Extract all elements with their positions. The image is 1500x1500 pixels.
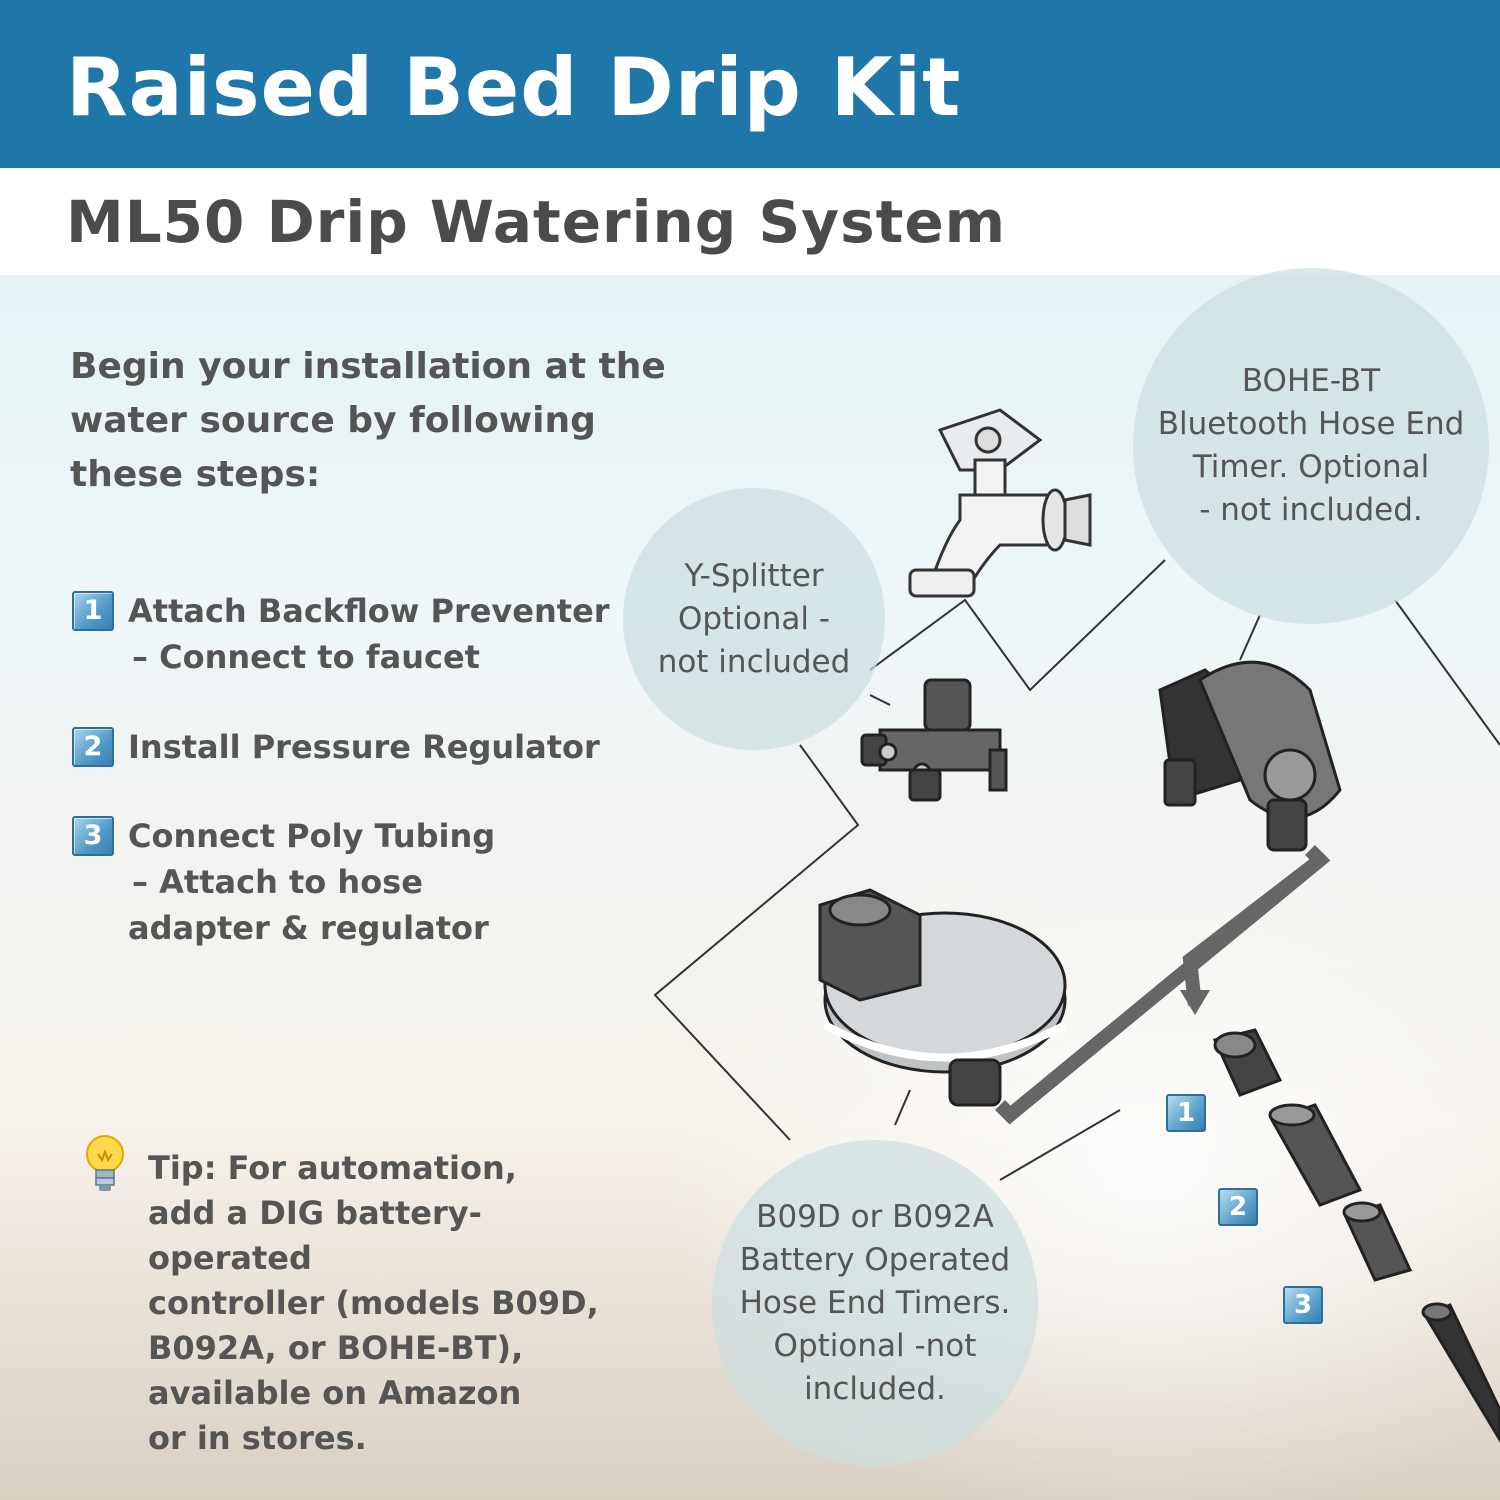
guide-line-right (1394, 599, 1500, 746)
tip-text: Tip: For automation, add a DIG battery-o… (148, 1146, 618, 1461)
callout-line: Hose End Timers. (739, 1284, 1011, 1321)
step-title: Connect Poly Tubing (128, 817, 496, 855)
callout-line: BOHE-BT (1241, 363, 1381, 399)
guide-line-ysplitter (869, 694, 891, 706)
step-2: 2 Install Pressure Regulator (72, 724, 600, 770)
callout-line: - not included. (1199, 492, 1423, 528)
arrow-head (1180, 990, 1210, 1015)
callout-line: B09D or B092A (756, 1198, 994, 1235)
step-number-badge: 1 (72, 591, 114, 631)
callout-line: not included (657, 643, 851, 680)
step-text: Attach Backflow Preventer – Connect to f… (128, 588, 610, 680)
bluetooth-timer-icon (1158, 660, 1342, 852)
part-label-1: 1 (1166, 1094, 1206, 1132)
intro-text: Begin your installation at the water sou… (70, 346, 666, 495)
step-text: Connect Poly Tubing – Attach to hose ada… (128, 813, 495, 951)
tip-line: Tip: For automation, (148, 1149, 517, 1187)
step-1: 1 Attach Backflow Preventer – Connect to… (72, 588, 610, 680)
callout-text: B09D or B092A Battery Operated Hose End … (740, 1196, 1011, 1411)
callout-text: BOHE-BT Bluetooth Hose End Timer. Option… (1158, 360, 1465, 532)
step-detail: adapter & regulator (128, 909, 489, 947)
step-number-badge: 3 (72, 816, 114, 856)
tip-line: B092A, or BOHE-BT), (148, 1329, 524, 1367)
callout-line: included. (804, 1370, 946, 1407)
callout-line: Y-Splitter (684, 557, 824, 594)
callout-line: Bluetooth Hose End (1157, 406, 1465, 442)
callout-battery-timer: B09D or B092A Battery Operated Hose End … (712, 1140, 1038, 1466)
step-title: Attach Backflow Preventer (128, 592, 610, 630)
page-subtitle: ML50 Drip Watering System (66, 188, 1007, 256)
callout-y-splitter: Y-Splitter Optional - not included (623, 488, 885, 750)
callout-line: Battery Operated (739, 1241, 1011, 1278)
guide-line-top (869, 559, 1166, 692)
tip-line: available on Amazon (148, 1374, 522, 1412)
guide-line-battery (894, 1089, 911, 1126)
callout-line: Optional -not (773, 1327, 977, 1364)
title-banner: Raised Bed Drip Kit (0, 0, 1500, 168)
step-text: Install Pressure Regulator (128, 724, 600, 770)
callout-bohe-bt: BOHE-BT Bluetooth Hose End Timer. Option… (1133, 268, 1489, 624)
tip-line: add a DIG battery-operated (148, 1194, 482, 1277)
part-label-3: 3 (1283, 1286, 1323, 1324)
guide-line-bottom (999, 1109, 1121, 1181)
page-title: Raised Bed Drip Kit (66, 41, 962, 134)
step-3: 3 Connect Poly Tubing – Attach to hose a… (72, 813, 495, 951)
guide-line-bohe (1239, 614, 1261, 661)
callout-line: Optional - (677, 600, 831, 637)
battery-timer-icon (818, 888, 1067, 1107)
callout-line: Timer. Optional (1192, 449, 1430, 485)
fittings-chain (1212, 1028, 1500, 1443)
tip-box: Tip: For automation, add a DIG battery-o… (78, 1130, 618, 1461)
subtitle-banner: ML50 Drip Watering System (0, 168, 1500, 275)
lightbulb-icon (86, 1135, 124, 1191)
step-title: Install Pressure Regulator (128, 728, 600, 766)
y-splitter-icon (860, 678, 1008, 802)
faucet-icon (908, 408, 1092, 598)
part-label-2: 2 (1218, 1188, 1258, 1226)
guide-line-left (653, 744, 860, 1141)
step-number-badge: 2 (72, 727, 114, 767)
tip-line: controller (models B09D, (148, 1284, 599, 1322)
callout-text: Y-Splitter Optional - not included (658, 555, 851, 684)
tip-line: or in stores. (148, 1419, 367, 1457)
step-detail: – Connect to faucet (132, 638, 480, 676)
step-detail: – Attach to hose (132, 863, 423, 901)
